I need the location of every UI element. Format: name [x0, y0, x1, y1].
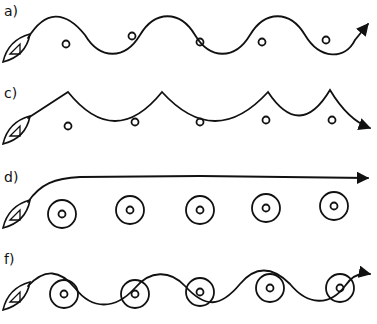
panel-d [3, 176, 368, 228]
panel-label: d) [4, 170, 18, 184]
panel-label: f) [4, 252, 14, 266]
panel-f [3, 271, 370, 311]
panel-a [3, 16, 368, 62]
panel-c [3, 90, 370, 144]
panel-label: a) [4, 4, 18, 18]
panel-label: c) [4, 86, 17, 100]
